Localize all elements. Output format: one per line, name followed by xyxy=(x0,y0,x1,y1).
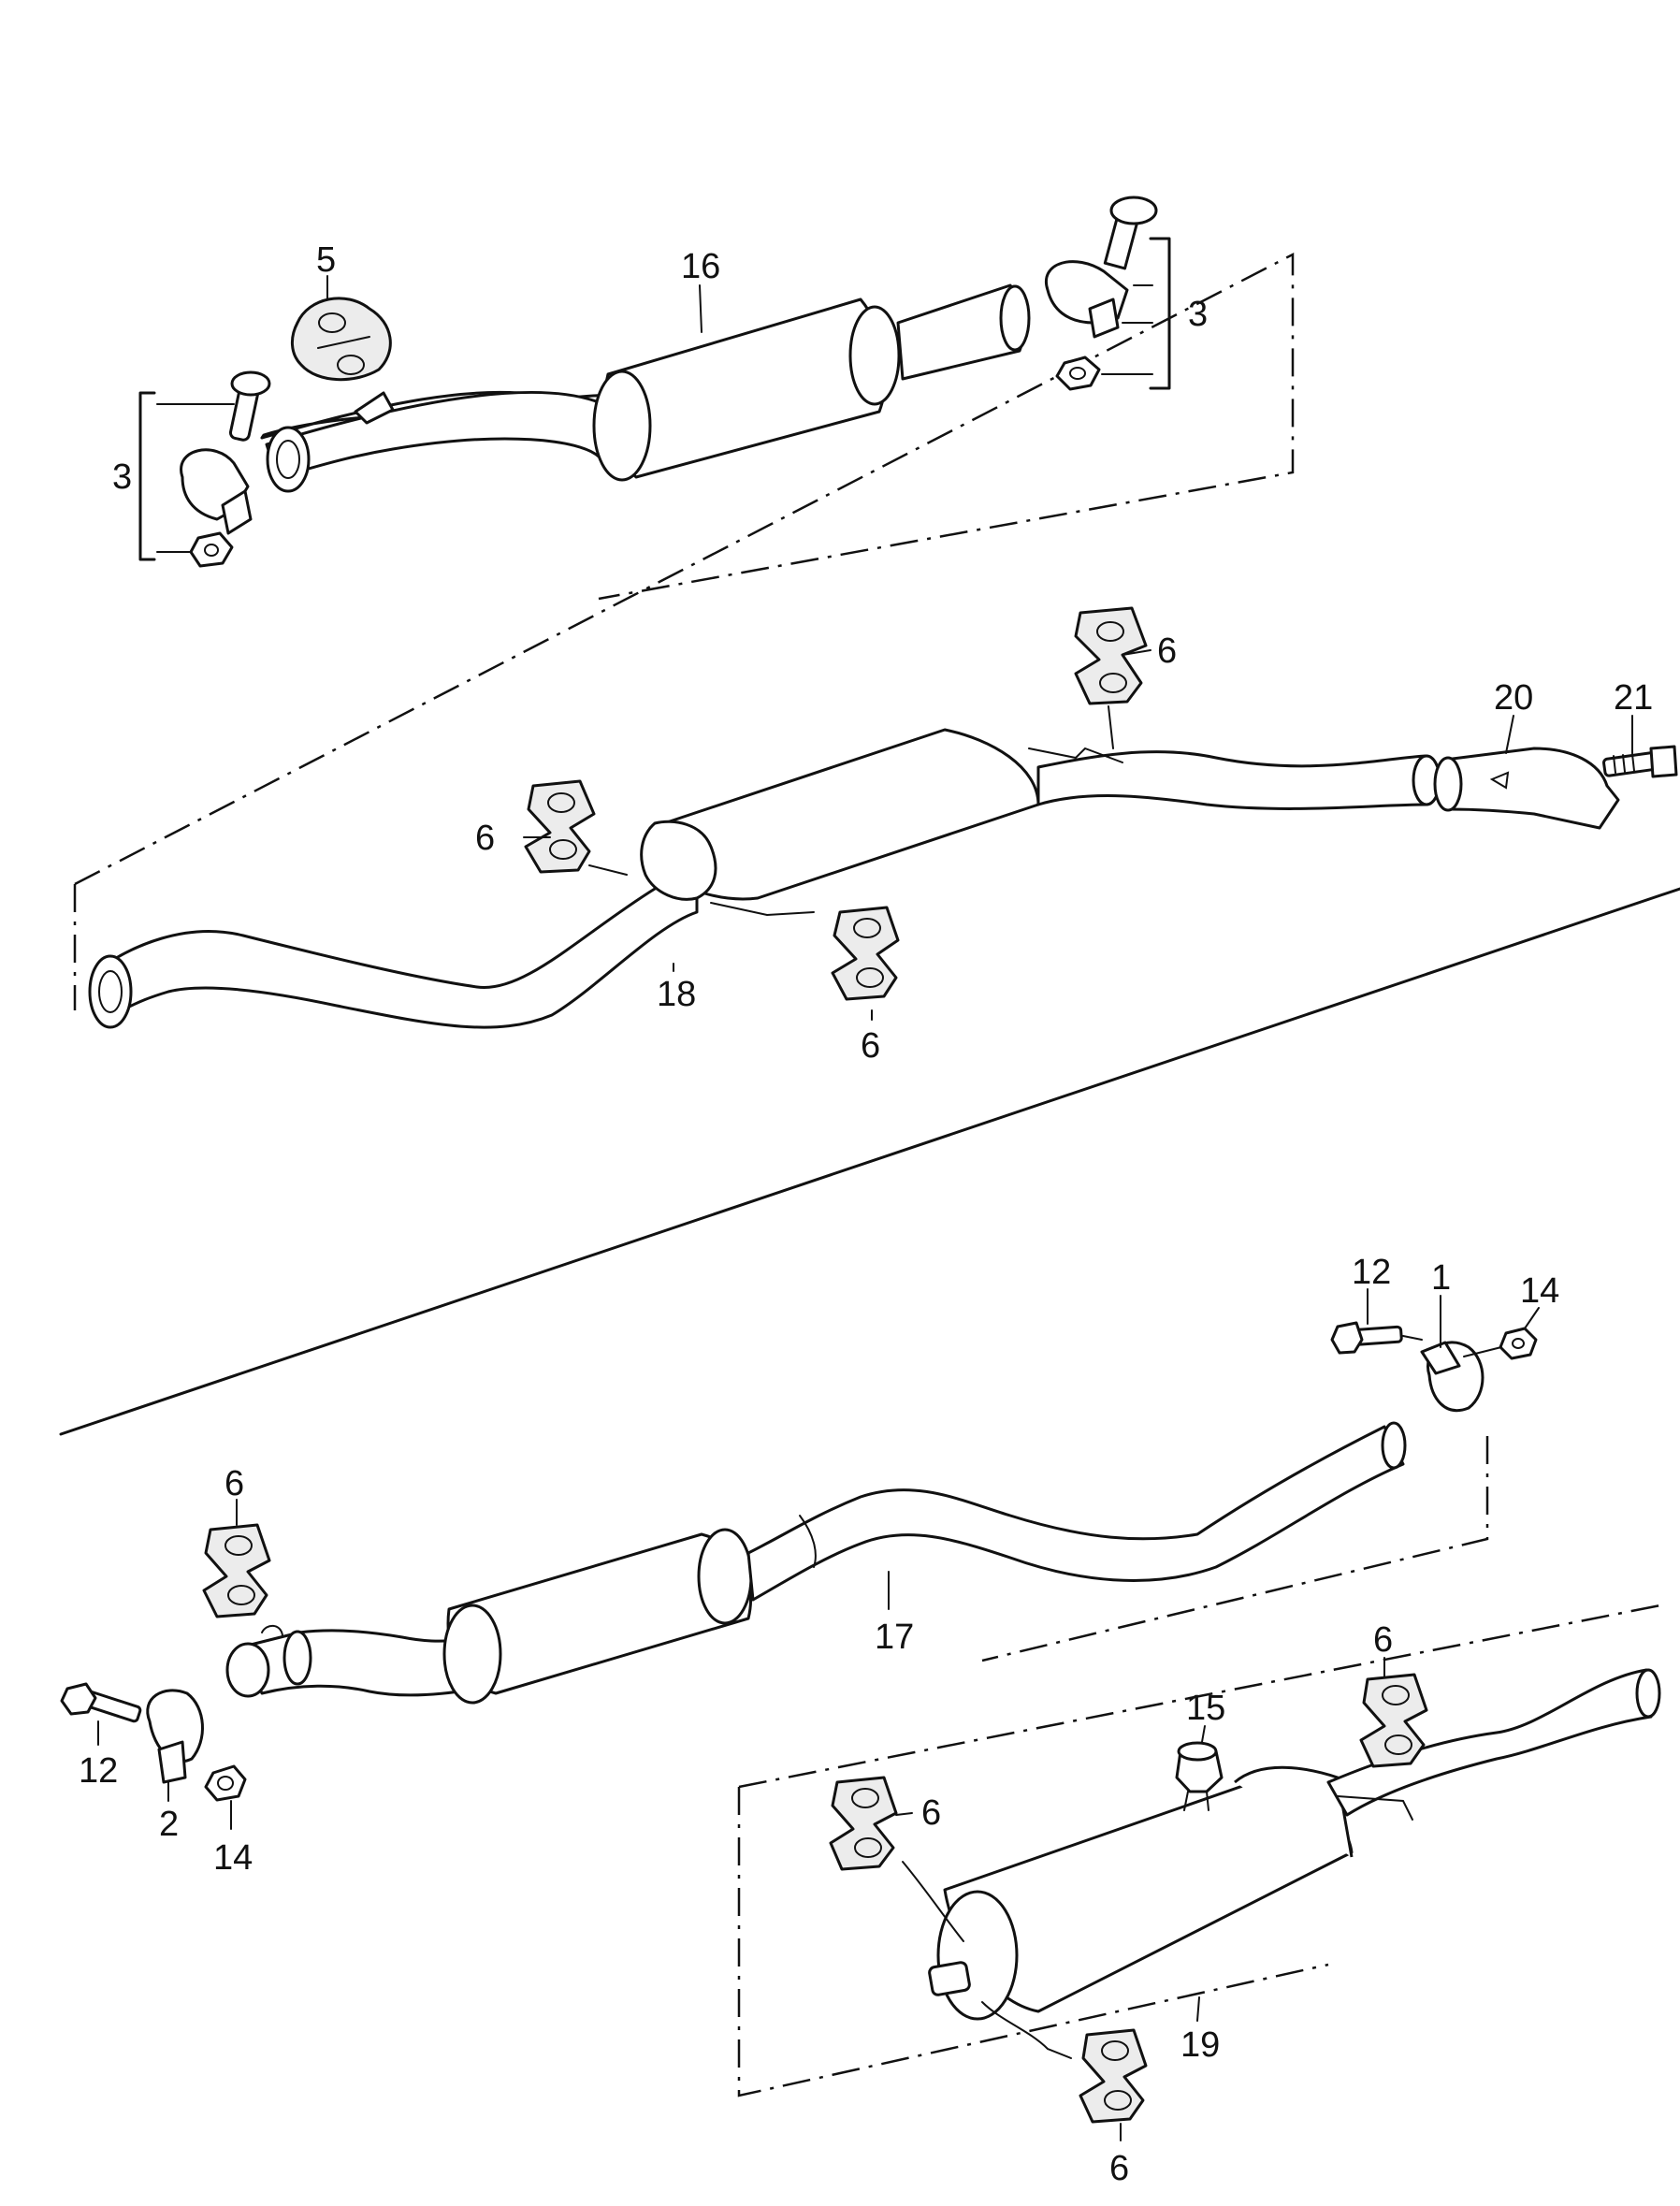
callout-12-bottom: 12 xyxy=(79,1751,118,1791)
callout-14-top: 14 xyxy=(1520,1271,1559,1311)
front-pipe-16 xyxy=(260,283,1031,493)
rubber-hanger-6-upper-right xyxy=(1074,606,1148,749)
bolt-21 xyxy=(1602,745,1678,778)
isolator-15 xyxy=(1175,1741,1224,1811)
leader-lines xyxy=(97,275,1633,2141)
rubber-hanger-6-left xyxy=(524,779,596,874)
callout-2: 2 xyxy=(159,1805,179,1844)
callout-12-top: 12 xyxy=(1352,1253,1391,1292)
callout-labels: 5 16 3 3 6 6 6 20 21 18 12 1 14 6 17 12 … xyxy=(79,240,1653,2188)
callout-21: 21 xyxy=(1614,678,1653,718)
callout-17: 17 xyxy=(875,1618,914,1657)
callout-18: 18 xyxy=(657,975,696,1014)
callout-6-f: 6 xyxy=(921,1793,941,1833)
callout-6-c: 6 xyxy=(861,1026,880,1066)
callout-14-bottom: 14 xyxy=(213,1838,253,1878)
callout-6-b: 6 xyxy=(475,819,495,858)
callout-16: 16 xyxy=(681,247,720,286)
rubber-hanger-5 xyxy=(291,297,392,382)
callout-15: 15 xyxy=(1186,1689,1225,1728)
center-silencer-18 xyxy=(88,728,1441,1029)
clamp-set-right xyxy=(1044,196,1171,391)
callout-6-d: 6 xyxy=(224,1464,244,1503)
callout-6-a: 6 xyxy=(1157,631,1177,671)
rubber-hanger-6-lower-left xyxy=(202,1523,271,1618)
rubber-hanger-6-rear-top xyxy=(1359,1673,1428,1768)
rubber-hanger-6-rear-left xyxy=(829,1776,898,1871)
section-dividers xyxy=(59,252,1680,2097)
callout-20: 20 xyxy=(1494,678,1533,718)
callout-19: 19 xyxy=(1180,2025,1220,2065)
clamp-2-assembly xyxy=(60,1682,247,1802)
callout-5: 5 xyxy=(316,240,336,280)
callout-3-right: 3 xyxy=(1188,295,1208,334)
callout-1: 1 xyxy=(1431,1258,1451,1298)
rubber-hanger-6-rear-bottom xyxy=(1079,2028,1148,2124)
pipe-connector-20 xyxy=(1433,747,1620,830)
clamp-1-assembly xyxy=(1330,1321,1538,1412)
callout-6-e: 6 xyxy=(1373,1620,1393,1660)
clamp-set-left xyxy=(138,370,271,568)
rear-silencer-19 xyxy=(902,1668,1661,2059)
rubber-hanger-6-lower xyxy=(831,906,900,1001)
callout-3-left: 3 xyxy=(112,457,132,497)
callout-6-g: 6 xyxy=(1109,2149,1129,2188)
front-pipe-17 xyxy=(225,1421,1407,1705)
